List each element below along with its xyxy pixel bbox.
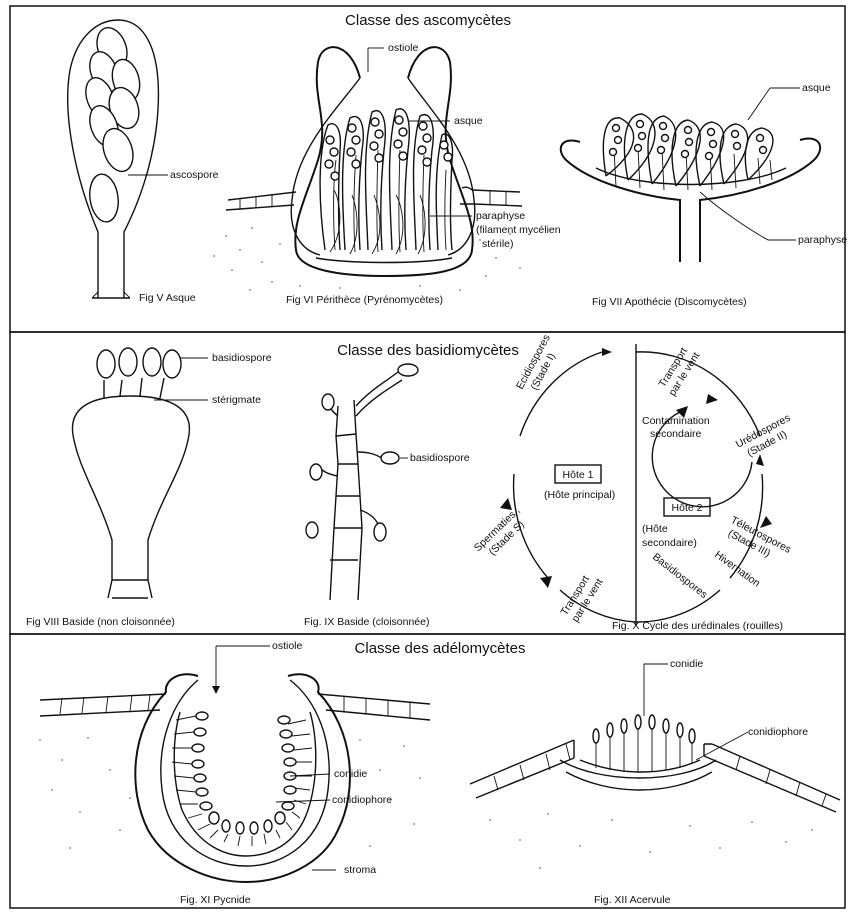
caption-fig6: Fig VI Périthèce (Pyrénomycètes) [286,294,443,306]
label-paraphyse-fig7: paraphyse [798,234,847,246]
label-conidiophore-fig12: conidiophore [748,726,808,738]
fig9-baside-drawing [306,364,418,600]
cycle-hote1-box: Hôte 1 [563,469,594,481]
cycle-transport-bottom-label: Transport par le vent [558,570,605,625]
fig6-perithece-drawing [226,47,522,276]
cycle-basidiospores-label: Basidiospores [650,551,709,601]
caption-fig8: Fig VIII Baside (non cloisonnée) [26,616,175,628]
label-ascospore: ascospore [170,169,219,181]
label-conidie-fig12: conidie [670,658,703,670]
svg-text:Hivernation: Hivernation [712,549,762,590]
fig5-asque-drawing [68,20,159,298]
label-ostiole-fig6: ostiole [388,42,419,54]
cycle-hote2-sub-line1: (Hôte [642,523,668,535]
panel-ascomycetes-frame [10,6,845,332]
fig12-substrate-dots [489,813,813,869]
fig11-pycnide-drawing [40,674,430,882]
label-conidiophore-fig11: conidiophore [332,794,392,806]
cycle-hote2-box: Hôte 2 [672,502,703,514]
label-stroma: stroma [344,864,376,876]
label-asque-fig7: asque [802,82,831,94]
label-sterigmate: stérigmate [212,394,261,406]
fig11-substrate-dots [39,737,421,849]
caption-fig11: Fig. XI Pycnide [180,894,251,906]
cycle-contamination-line2: secondaire [650,428,702,440]
cycle-transport-top-label: Transport par le vent [655,343,702,398]
adelomycetes-heading: Classe des adélomycètes [355,640,526,657]
basidiomycetes-heading: Classe des basidiomycètes [337,342,519,359]
label-asque-fig6: asque [454,115,483,127]
label-conidie-fig11: conidie [334,768,367,780]
caption-fig12: Fig. XII Acervule [594,894,671,906]
cycle-contamination-line1: Contamination [642,415,710,427]
caption-fig9: Fig. IX Baside (cloisonnée) [304,616,429,628]
label-basidiospore-fig9: basidiospore [410,452,470,464]
fig8-baside-drawing [72,348,189,598]
label-basidiospore-fig8: basidiospore [212,352,272,364]
label-ostiole-fig11: ostiole [272,640,303,652]
caption-fig10: Fig. X Cycle des urédinales (rouilles) [612,620,783,632]
caption-fig7: Fig VII Apothécie (Discomycètes) [592,296,747,308]
caption-fig5: Fig V Asque [139,292,196,304]
cycle-hote2-sub-line2: secondaire) [642,537,697,549]
label-paraphyse-fig6-line2: (filament mycélien [476,224,561,236]
label-paraphyse-fig6-line1: paraphyse [476,210,525,222]
label-paraphyse-fig6-line3: stérile) [482,238,514,250]
cycle-uredospores-label: Urédospores (Stade II) [734,412,799,462]
cycle-hivernation-label: Hivernation [712,549,762,590]
cycle-hote1-sub: (Hôte principal) [544,489,615,501]
svg-text:Basidiospores: Basidiospores [650,551,709,601]
cycle-ecidiospores-label: Ecidiospores (Stade I) [514,333,564,398]
ascomycetes-heading: Classe des ascomycètes [345,12,511,29]
panel-basidiomycetes-frame [10,332,845,634]
